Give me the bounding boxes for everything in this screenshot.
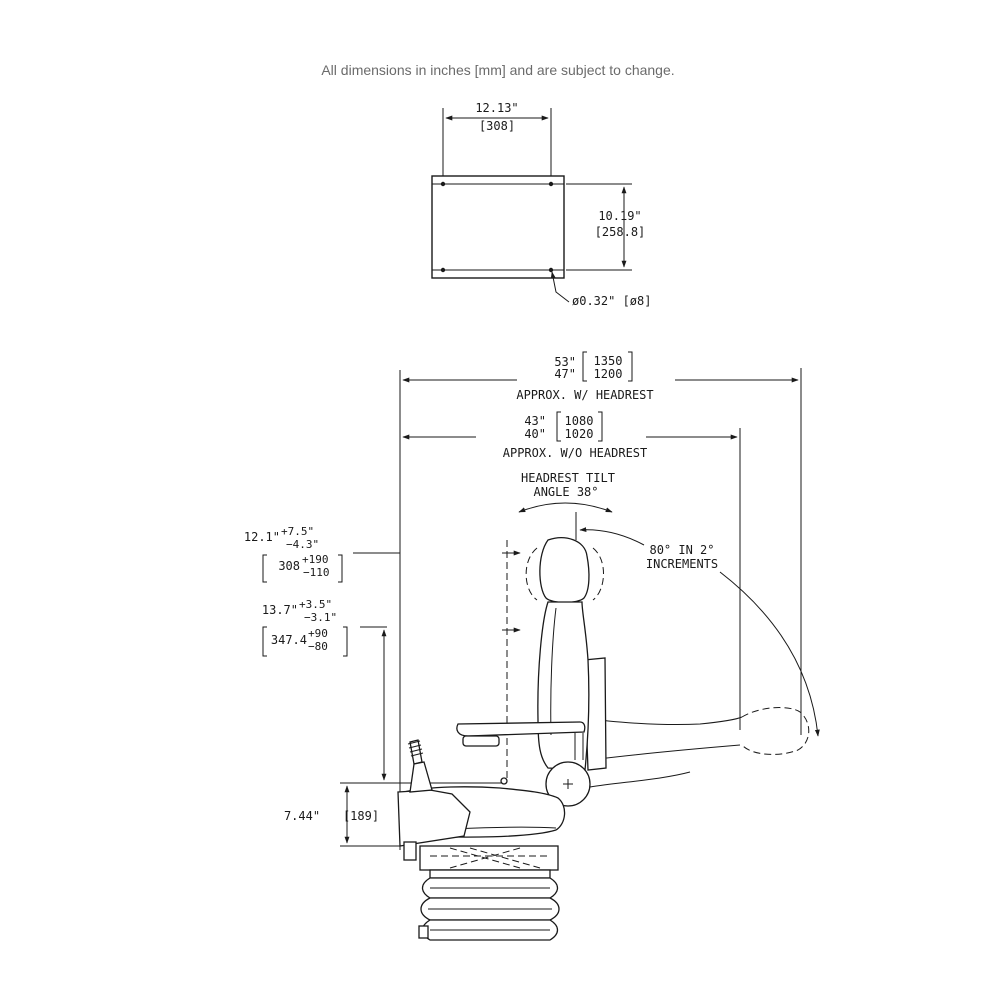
front-latch (403, 841, 417, 861)
headrest-height-minus-inch: −4.3" (286, 538, 319, 551)
backrest-height-plus-inch: +3.5" (299, 598, 332, 611)
recline-line1: 80° IN 2° (649, 543, 714, 557)
headrest-height-plus-inch: +7.5" (281, 525, 314, 538)
reclined-backrest (584, 716, 743, 726)
backrest-height-base-inch: 13.7" (262, 603, 298, 617)
length-w-headrest-max-inch: 53" (554, 355, 576, 369)
suspension-bellows (420, 877, 560, 941)
mount-height-inch: 10.19" (598, 209, 641, 223)
adjust-pin (500, 777, 508, 785)
headrest-height-minus-mm: −110 (303, 566, 330, 579)
seat-height-inch: 7.44" (284, 809, 320, 823)
headrest-height-plus-mm: +190 (302, 553, 329, 566)
length-wo-headrest-max-inch: 43" (524, 414, 546, 428)
length-wo-headrest-min-mm: 1020 (565, 427, 594, 441)
mount-height-dimension: 10.19" [258.8] (566, 183, 646, 271)
mounting-hole (548, 267, 554, 273)
height-adjust-knob (418, 925, 429, 939)
headrest-height-dimension: 12.1" +7.5" −4.3" 308 +190 −110 (244, 525, 401, 850)
seat-height-dimension: 7.44" [189] (284, 782, 505, 847)
headrest-height-base-mm: 308 (278, 559, 300, 573)
mounting-plate (431, 175, 565, 279)
length-wo-headrest-label: APPROX. W/O HEADREST (503, 446, 648, 460)
length-wo-headrest-max-mm: 1080 (565, 414, 594, 428)
mount-height-mm: [258.8] (595, 225, 646, 239)
backrest (537, 601, 590, 771)
recline-line2: INCREMENTS (646, 557, 718, 571)
headrest-tilt-line2: ANGLE 38° (533, 485, 598, 499)
length-w-headrest-min-inch: 47" (554, 367, 576, 381)
length-wo-headrest-min-inch: 40" (524, 427, 546, 441)
seat-side-view (397, 537, 810, 941)
backrest-height-dimension: 13.7" +3.5" −3.1" 347.4 +90 −80 (262, 598, 387, 781)
suspension-top-plate (429, 869, 551, 879)
mounting-hole (440, 181, 446, 187)
seat-slide-rail (419, 845, 559, 871)
mounting-hole (440, 267, 446, 273)
armrest (456, 721, 586, 737)
length-with-headrest-dimension: 53" 47" 1350 1200 APPROX. W/ HEADREST (399, 351, 802, 735)
length-w-headrest-label: APPROX. W/ HEADREST (516, 388, 653, 402)
seat-height-mm: [189] (343, 809, 379, 823)
length-w-headrest-min-mm: 1200 (594, 367, 623, 381)
mounting-plate-outline (431, 175, 565, 279)
length-without-headrest-dimension: 43" 40" 1080 1020 APPROX. W/O HEADREST (402, 411, 741, 730)
headrest-tilt-annotation: HEADREST TILT ANGLE 38° (518, 471, 615, 540)
length-w-headrest-max-mm: 1350 (594, 354, 623, 368)
armrest-support (462, 735, 500, 747)
backrest-height-minus-mm: −80 (308, 640, 328, 653)
joystick-boot (409, 761, 433, 793)
hole-callout: ø0.32" [ø8] (550, 271, 651, 308)
backrest-height-minus-inch: −3.1" (304, 611, 337, 624)
headrest-tilt-line1: HEADREST TILT (521, 471, 615, 485)
mount-width-mm: [308] (479, 119, 515, 133)
mount-width-dimension: 12.13" [308] (442, 101, 552, 176)
recline-annotation: 80° IN 2° INCREMENTS (579, 527, 820, 737)
backrest-height-plus-mm: +90 (308, 627, 328, 640)
headrest (539, 537, 590, 604)
dimensions-note: All dimensions in inches [mm] and are su… (321, 62, 674, 78)
mount-width-inch: 12.13" (475, 101, 518, 115)
backrest-height-base-mm: 347.4 (271, 633, 307, 647)
hole-diameter: ø0.32" [ø8] (572, 294, 651, 308)
headrest-height-base-inch: 12.1" (244, 530, 280, 544)
mounting-hole (548, 181, 554, 187)
